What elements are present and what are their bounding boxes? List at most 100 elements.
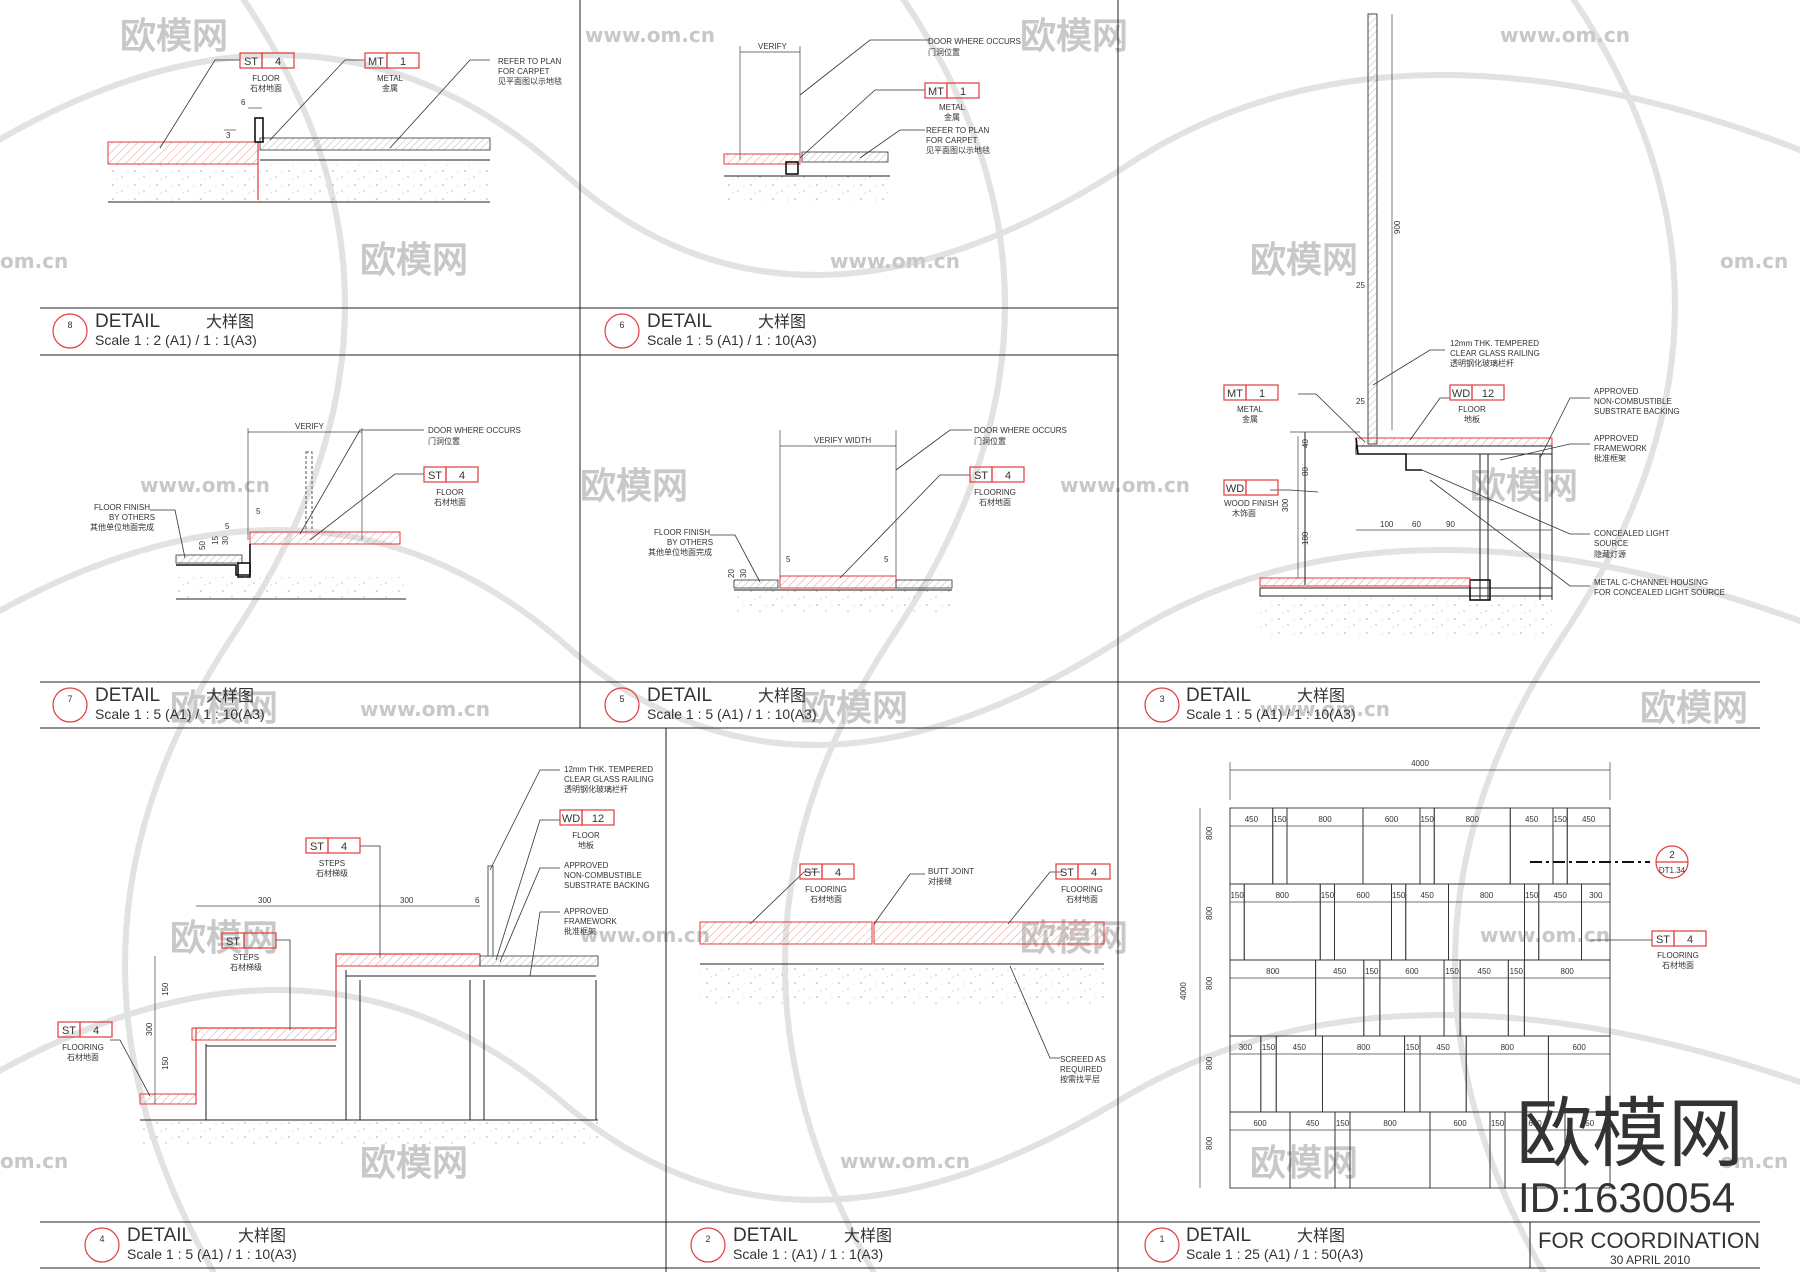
detail-title: DETAIL [647,685,712,706]
svg-text:ST: ST [804,867,818,879]
svg-text:1: 1 [400,56,406,68]
svg-text:4: 4 [459,470,465,482]
detail-3-drawing: 900 25 25 40 80 300 180 100 60 90 12mm T… [1223,13,1725,638]
note-label: FOR CONCEALED LIGHT SOURCE [1594,588,1725,597]
note-label: APPROVED [1594,387,1639,396]
detail-number-circle [604,687,640,723]
svg-text:4: 4 [93,1025,99,1037]
dimension-label: 150 [161,1056,170,1070]
detail-6-drawing: VERIFY DOOR WHERE OCCURS 门洞位置 MT 1 METAL… [723,37,1021,202]
note-label-cn: 批准框架 [564,926,596,936]
detail-2-drawing: ST 4 FLOORING 石材地面 BUTT JOINT 对接缝 ST 4 F… [699,863,1111,1084]
note-label: STEPS [319,859,345,868]
note-label-cn: 透明钢化玻璃栏杆 [564,784,628,794]
paving-dimension: 600 [1405,967,1419,976]
paving-dimension: 150 [1262,1043,1276,1052]
note-label: FRAMEWORK [564,917,618,926]
svg-text:MT: MT [368,56,384,68]
tag-wd-12: WD 12 [559,809,615,826]
watermark-site: www.om.cn [580,923,710,947]
dimension-label: 60 [1412,520,1421,529]
svg-text:1: 1 [960,86,966,98]
note-label: DOOR WHERE OCCURS [428,426,521,435]
watermark-site: www.om.cn [1060,473,1190,497]
watermark-brand: 欧模网 [800,688,908,729]
tag-mt-1: MT 1 [1223,384,1279,401]
note-label-cn: 透明钢化玻璃栏杆 [1450,358,1514,368]
note-label-cn: 门洞位置 [974,436,1006,446]
paving-dimension: 450 [1306,1119,1320,1128]
dimension-label: 6 [241,98,246,107]
dimension-label: VERIFY [758,42,788,51]
watermark-brand: 欧模网 [580,466,688,507]
title-block-6: 6 DETAIL 大样图 Scale 1 : 5 (A1) / 1 : 10(A… [604,311,817,349]
paving-dimension: 600 [1356,891,1370,900]
note-label-cn: 地板 [578,840,594,850]
dimension-label: 80 [1301,467,1310,476]
note-label: METAL [1237,405,1264,414]
paving-dimension: 800 [1480,891,1494,900]
note-label-cn: 金属 [944,112,960,122]
note-label: 12mm THK. TEMPERED [564,765,653,774]
note-label: REQUIRED [1060,1065,1102,1074]
plan-left-dimension: 800 [1205,976,1214,990]
detail-title-cn: 大样图 [758,313,806,331]
svg-text:4: 4 [1005,470,1011,482]
watermark-site: www.om.cn [140,473,270,497]
note-label: METAL C-CHANNEL HOUSING [1594,578,1708,587]
note-label: FLOORING [1061,885,1103,894]
callout-number: 2 [1669,850,1675,861]
note-label: FLOOR [572,831,600,840]
dimension-label: 6 [475,896,480,905]
tag-st-4: ST 4 [1055,863,1111,880]
note-label: APPROVED [564,861,609,870]
panel-frames [40,0,1760,1272]
paving-dimension: 600 [1573,1043,1587,1052]
detail-number-circle [52,313,88,349]
dimension-label: 40 [1301,439,1310,448]
note-label-cn: 金属 [1242,414,1258,424]
watermark-brand: 欧模网 [360,1143,468,1184]
paving-dimension: 450 [1436,1043,1450,1052]
detail-number-circle [52,687,88,723]
detail-number: 2 [705,1234,710,1244]
detail-5-drawing: VERIFY WIDTH DOOR WHERE OCCURS 门洞位置 ST 4… [648,426,1067,612]
paving-dimension: 450 [1420,891,1434,900]
note-label: BY OTHERS [667,538,713,547]
dimension-label: 50 [198,541,207,550]
paving-stone [1564,1111,1611,1189]
dimension-label: VERIFY WIDTH [814,436,871,445]
tag-st-4: ST 4 [1651,930,1707,947]
dimension-label: 300 [258,896,272,905]
note-label: METAL [939,103,966,112]
paving-dimension: 150 [1365,967,1379,976]
watermark-brand: 欧模网 [360,240,468,281]
note-label: FLOOR [436,488,464,497]
detail-number-circle [84,1227,120,1263]
detail-title: DETAIL [127,1225,192,1246]
watermark-short: om.cn [0,1149,68,1173]
note-label-cn: 石材地面 [1662,960,1694,970]
watermark-brand: 欧模网 [170,688,278,729]
watermark-site: www.om.cn [1500,23,1630,47]
plan-left-dimension: 800 [1205,826,1214,840]
note-label-cn: 木饰面 [1232,508,1256,518]
note-label: FLOORING [1657,951,1699,960]
note-label-cn: 地板 [1464,414,1480,424]
svg-text:ST: ST [974,470,988,482]
title-block-8: 8 DETAIL 大样图 Scale 1 : 2 (A1) / 1 : 1(A3… [52,311,257,349]
detail-8-drawing: 6 3 ST 4 FLOOR 石材地面 MT 1 METAL 金属 REFER … [107,52,562,203]
watermark-site: www.om.cn [830,249,960,273]
dimension-label: 150 [161,982,170,996]
svg-text:4: 4 [1687,934,1693,946]
dimension-label: 25 [1356,397,1365,406]
watermark-brand-large: 欧模网 [1516,1089,1744,1178]
note-label-cn: 金属 [382,83,398,93]
paving-dimension: 450 [1245,815,1259,824]
watermark-brand: 欧模网 [1470,466,1578,507]
paving-dimension: 800 [1383,1119,1397,1128]
dimension-label: 15 [211,536,220,545]
detail-title-cn: 大样图 [1297,687,1345,705]
dimension-label: 90 [1446,520,1455,529]
paving-dimension: 150 [1230,891,1244,900]
